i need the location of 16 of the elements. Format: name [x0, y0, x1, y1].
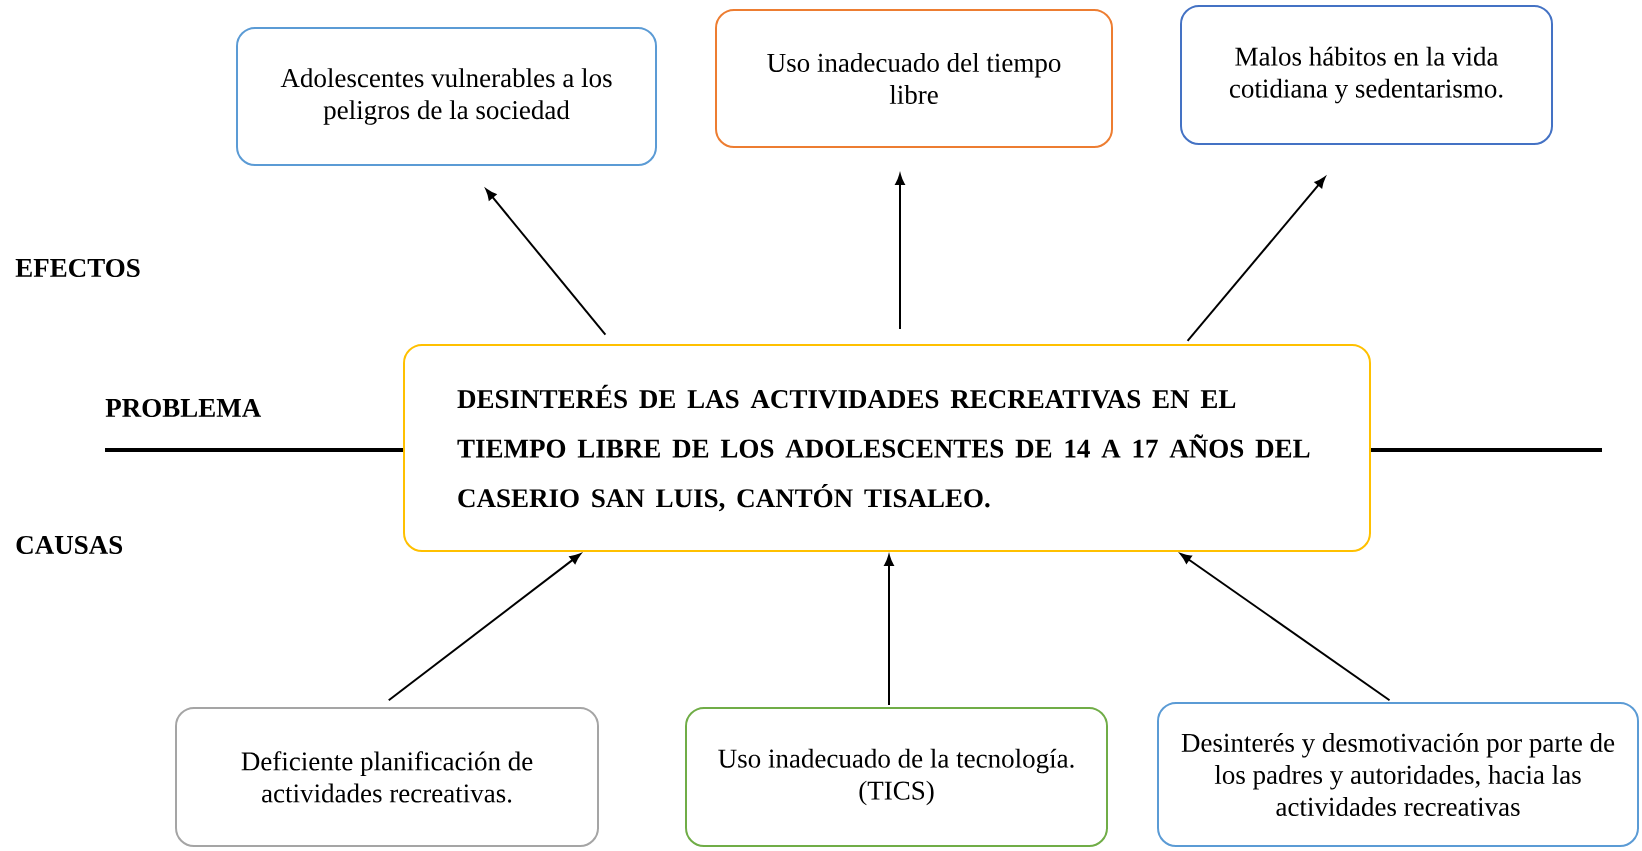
problem-box: DESINTERÉS DE LAS ACTIVIDADES RECREATIVAS EN EL TIEMPO LIBRE DE LOS ADOLESCENTES DE 14 A 17 AÑOS DEL CASERIO SAN LUIS, CANTÓN TISALEO.	[403, 344, 1371, 552]
arrow	[1186, 176, 1326, 342]
cause-box: Desinterés y desmotivación por parte de los padres y autoridades, hacia las actividades recreativas	[1157, 702, 1639, 847]
effect-box: Malos hábitos en la vida cotidiana y sedentarismo.	[1180, 5, 1553, 145]
arrow	[884, 554, 894, 706]
arrow	[895, 173, 905, 330]
cause-box: Deficiente planificación de actividades recreativas.	[175, 707, 599, 847]
arrow	[485, 188, 607, 336]
arrow	[1180, 553, 1391, 702]
cause-box: Uso inadecuado de la tecnología. (TICS)	[685, 707, 1108, 847]
arrow	[387, 553, 581, 702]
section-label: CAUSAS	[16, 535, 123, 555]
effect-box: Adolescentes vulnerables a los peligros de la sociedad	[236, 27, 657, 166]
section-label: PROBLEMA	[105, 398, 262, 418]
section-label: EFECTOS	[15, 258, 140, 278]
effect-box: Uso inadecuado del tiempo libre	[715, 9, 1113, 148]
